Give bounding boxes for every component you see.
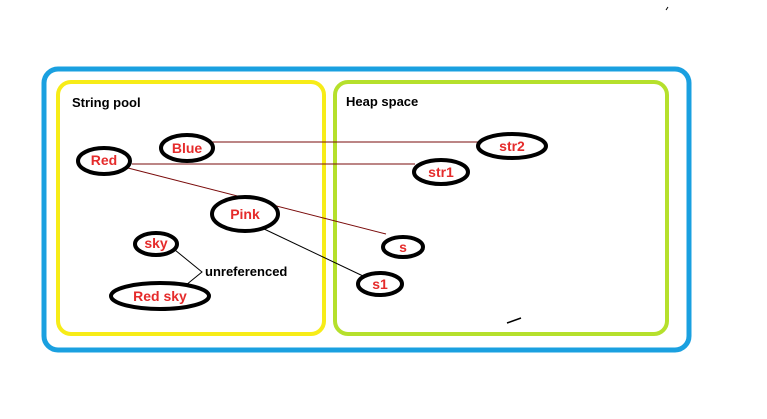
bracket-sky-red-sky [174,249,203,286]
node-red [76,146,132,176]
heap-space-box [333,80,669,336]
node-str2-label: str2 [499,138,525,154]
node-s-label: s [399,239,407,255]
node-pink-label: Pink [230,206,260,222]
unreferenced-label: unreferenced [205,264,287,279]
node-s1-label: s1 [372,276,388,292]
node-sky [133,231,179,257]
node-str2 [476,132,548,160]
node-s1 [356,271,404,297]
node-blue-label: Blue [172,140,203,156]
node-pink [210,195,280,233]
heap-space-title: Heap space [346,94,418,109]
node-red-sky-label: Red sky [133,288,187,304]
reference-line-pink-s1 [261,227,364,277]
stray-mark-heap [506,317,522,324]
node-red-label: Red [91,152,117,168]
memory-outer-box [41,66,692,353]
node-blue [159,133,215,163]
stray-mark-corner [665,6,669,11]
string-pool-title: String pool [72,95,141,110]
string-pool-box [56,80,326,336]
node-str1 [412,158,470,186]
node-str1-label: str1 [428,164,454,180]
node-s [381,235,425,259]
node-sky-label: sky [144,235,168,251]
node-red-sky [109,281,211,311]
